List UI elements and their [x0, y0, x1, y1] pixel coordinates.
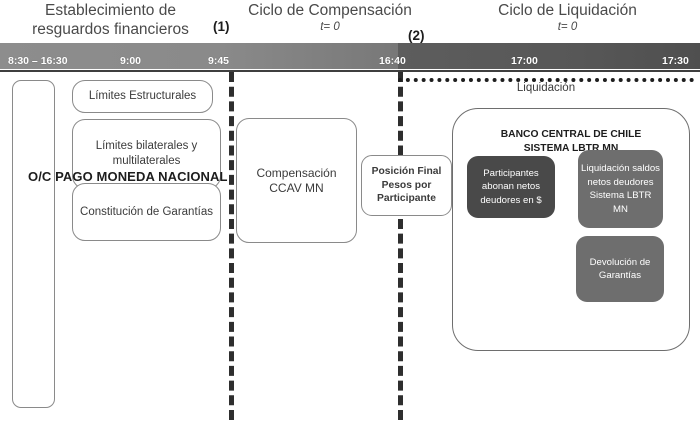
box-devolucion-garantias: Devolución de Garantías	[576, 236, 664, 302]
time-tick-2: 9:45	[208, 55, 230, 67]
phase-divider-2	[398, 72, 403, 420]
phase-title-establecimiento: Establecimiento de resguardos financiero…	[32, 2, 189, 38]
time-tick-3: 16:40	[379, 55, 406, 67]
phase-subtitle-liquidacion: t= 0	[557, 21, 578, 33]
liquidacion-bracket	[398, 78, 694, 82]
phase-title-compensacion: Ciclo de Compensación	[248, 2, 412, 19]
banco-central-title-line2: SISTEMA LBTR MN	[523, 143, 619, 154]
timeline-segment-evening	[398, 43, 700, 69]
box-limites-estructurales: Límites Estructurales	[72, 80, 213, 113]
oc-pago-moneda-nacional-label: O/C PAGO MONEDA NACIONAL	[28, 169, 228, 184]
pago-moneda-nacional-column	[12, 80, 55, 408]
box-compensacion-ccav-mn: Compensación CCAV MN	[236, 118, 357, 243]
marker-1: (1)	[213, 19, 230, 34]
time-tick-5: 17:30	[662, 55, 689, 67]
box-limites-bilaterales: Límites bilaterales y multilaterales	[72, 119, 221, 189]
marker-2: (2)	[408, 28, 425, 43]
box-posicion-final: Posición Final Pesos por Participante	[361, 155, 452, 216]
box-liquidacion-saldos-netos: Liquidación saldos netos deudores Sistem…	[578, 150, 663, 228]
banco-central-title-line1: BANCO CENTRAL DE CHILE	[500, 129, 642, 140]
box-constitucion-garantias: Constitución de Garantías	[72, 183, 221, 241]
box-participantes-abonan: Participantes abonan netos deudores en $	[467, 156, 555, 218]
time-tick-0: 8:30 – 16:30	[8, 55, 68, 67]
liquidacion-label: Liquidación	[516, 82, 576, 94]
phase-subtitle-compensacion: t= 0	[320, 21, 340, 33]
phase-divider-1	[229, 72, 234, 420]
timeline-segment-day	[0, 43, 398, 69]
timeline-bar: 8:30 – 16:30 9:00 9:45 16:40 17:00 17:30	[0, 43, 700, 69]
time-tick-4: 17:00	[511, 55, 538, 67]
banco-central-container: BANCO CENTRAL DE CHILE SISTEMA LBTR MN	[452, 108, 690, 351]
time-tick-1: 9:00	[120, 55, 142, 67]
timeline-baseline	[0, 70, 700, 72]
phase-title-liquidacion: Ciclo de Liquidación	[498, 2, 637, 19]
